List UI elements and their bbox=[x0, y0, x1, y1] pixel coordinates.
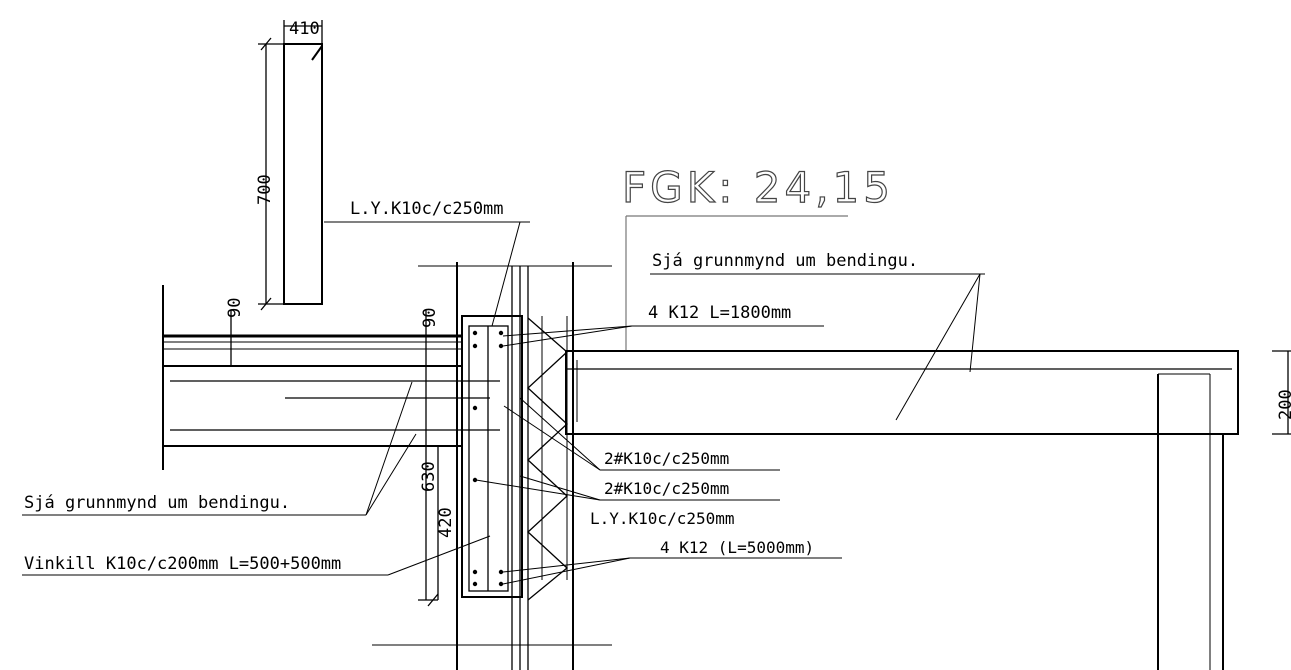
label-bars-bottom: 4 K12 (L=5000mm) bbox=[660, 538, 814, 557]
label-ly-mid: L.Y.K10c/c250mm bbox=[590, 509, 735, 528]
right-slab bbox=[565, 350, 1291, 670]
label-ly-top: L.Y.K10c/c250mm bbox=[350, 199, 504, 219]
dimension-90-right: 90 bbox=[420, 308, 440, 328]
left-slab bbox=[162, 285, 500, 600]
angle-bar-leader bbox=[22, 535, 491, 576]
dimension-410: 410 bbox=[289, 19, 320, 39]
label-bars-top: 4 K12 L=1800mm bbox=[648, 303, 791, 323]
stirrups-leaders bbox=[475, 397, 780, 501]
dimension-630: 630 bbox=[419, 461, 439, 492]
bars-bottom-leader bbox=[502, 557, 842, 585]
see-plan-left-leader bbox=[22, 381, 417, 516]
bars-top-leader bbox=[502, 325, 824, 347]
label-angle-bar: Vinkill K10c/c200mm L=500+500mm bbox=[24, 554, 341, 574]
dimension-200: 200 bbox=[1276, 389, 1291, 420]
small-section-detail bbox=[258, 20, 323, 311]
see-plan-right-leader bbox=[650, 273, 985, 421]
dimension-700: 700 bbox=[255, 174, 275, 205]
dimension-90-left: 90 bbox=[225, 298, 245, 318]
ly-top-leader bbox=[324, 221, 530, 327]
wall-section bbox=[372, 262, 612, 670]
label-stirrups-2: 2#K10c/c250mm bbox=[604, 479, 729, 498]
label-stirrups-1: 2#K10c/c250mm bbox=[604, 449, 729, 468]
dimension-420: 420 bbox=[436, 507, 456, 538]
dimension-lines-vertical bbox=[418, 445, 460, 607]
elevation-leader bbox=[625, 215, 848, 352]
elevation-label: FGK: 24,15 bbox=[622, 163, 894, 212]
label-see-plan-right: Sjá grunnmynd um bendingu. bbox=[652, 251, 918, 271]
label-see-plan-left: Sjá grunnmynd um bendingu. bbox=[24, 493, 290, 513]
